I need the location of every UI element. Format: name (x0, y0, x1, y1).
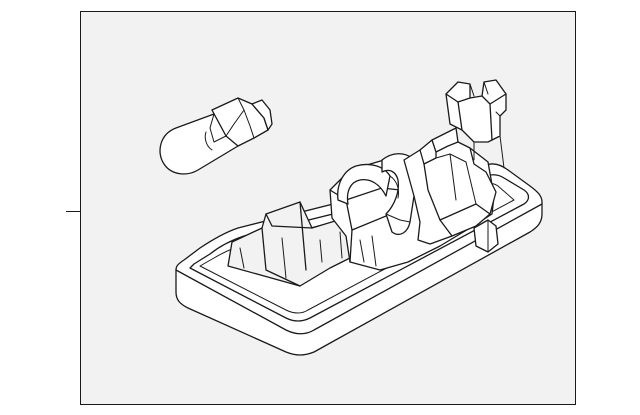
wedge-bulb-icon (159, 97, 273, 175)
callout-leader-line (66, 211, 80, 212)
license-lamp-housing-icon (175, 79, 543, 356)
